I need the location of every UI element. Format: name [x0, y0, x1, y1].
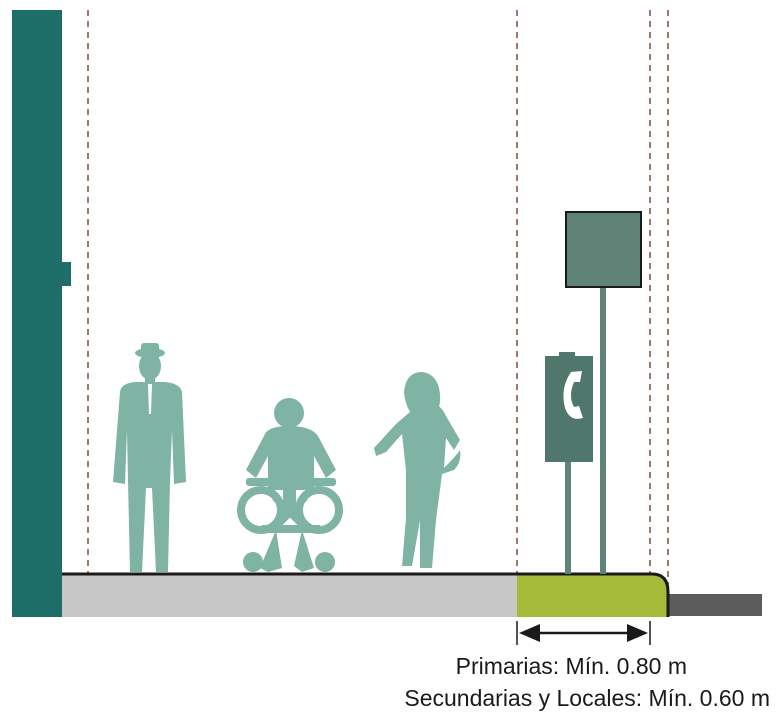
phone-handset-icon [563, 371, 583, 419]
sidewalk-slab [62, 574, 517, 617]
square-street-sign-icon [565, 211, 642, 574]
dimension-arrow-icon [516, 621, 651, 645]
building-wall-icon [12, 10, 71, 617]
man-in-hat-figure-icon [113, 343, 186, 572]
walking-woman-figure-icon [374, 372, 461, 568]
wheelchair-user-figure-icon [237, 398, 343, 572]
primary-roads-caption: Primarias: Mín. 0.80 m [455, 653, 687, 679]
guide-lines [87, 10, 669, 612]
road-surface [668, 594, 762, 616]
secondary-local-roads-caption: Secundarias y Locales: Mín. 0.60 m [404, 685, 770, 711]
curb-zone [517, 574, 668, 617]
public-telephone-booth-icon [545, 352, 593, 574]
sidewalk-outline [62, 572, 670, 617]
